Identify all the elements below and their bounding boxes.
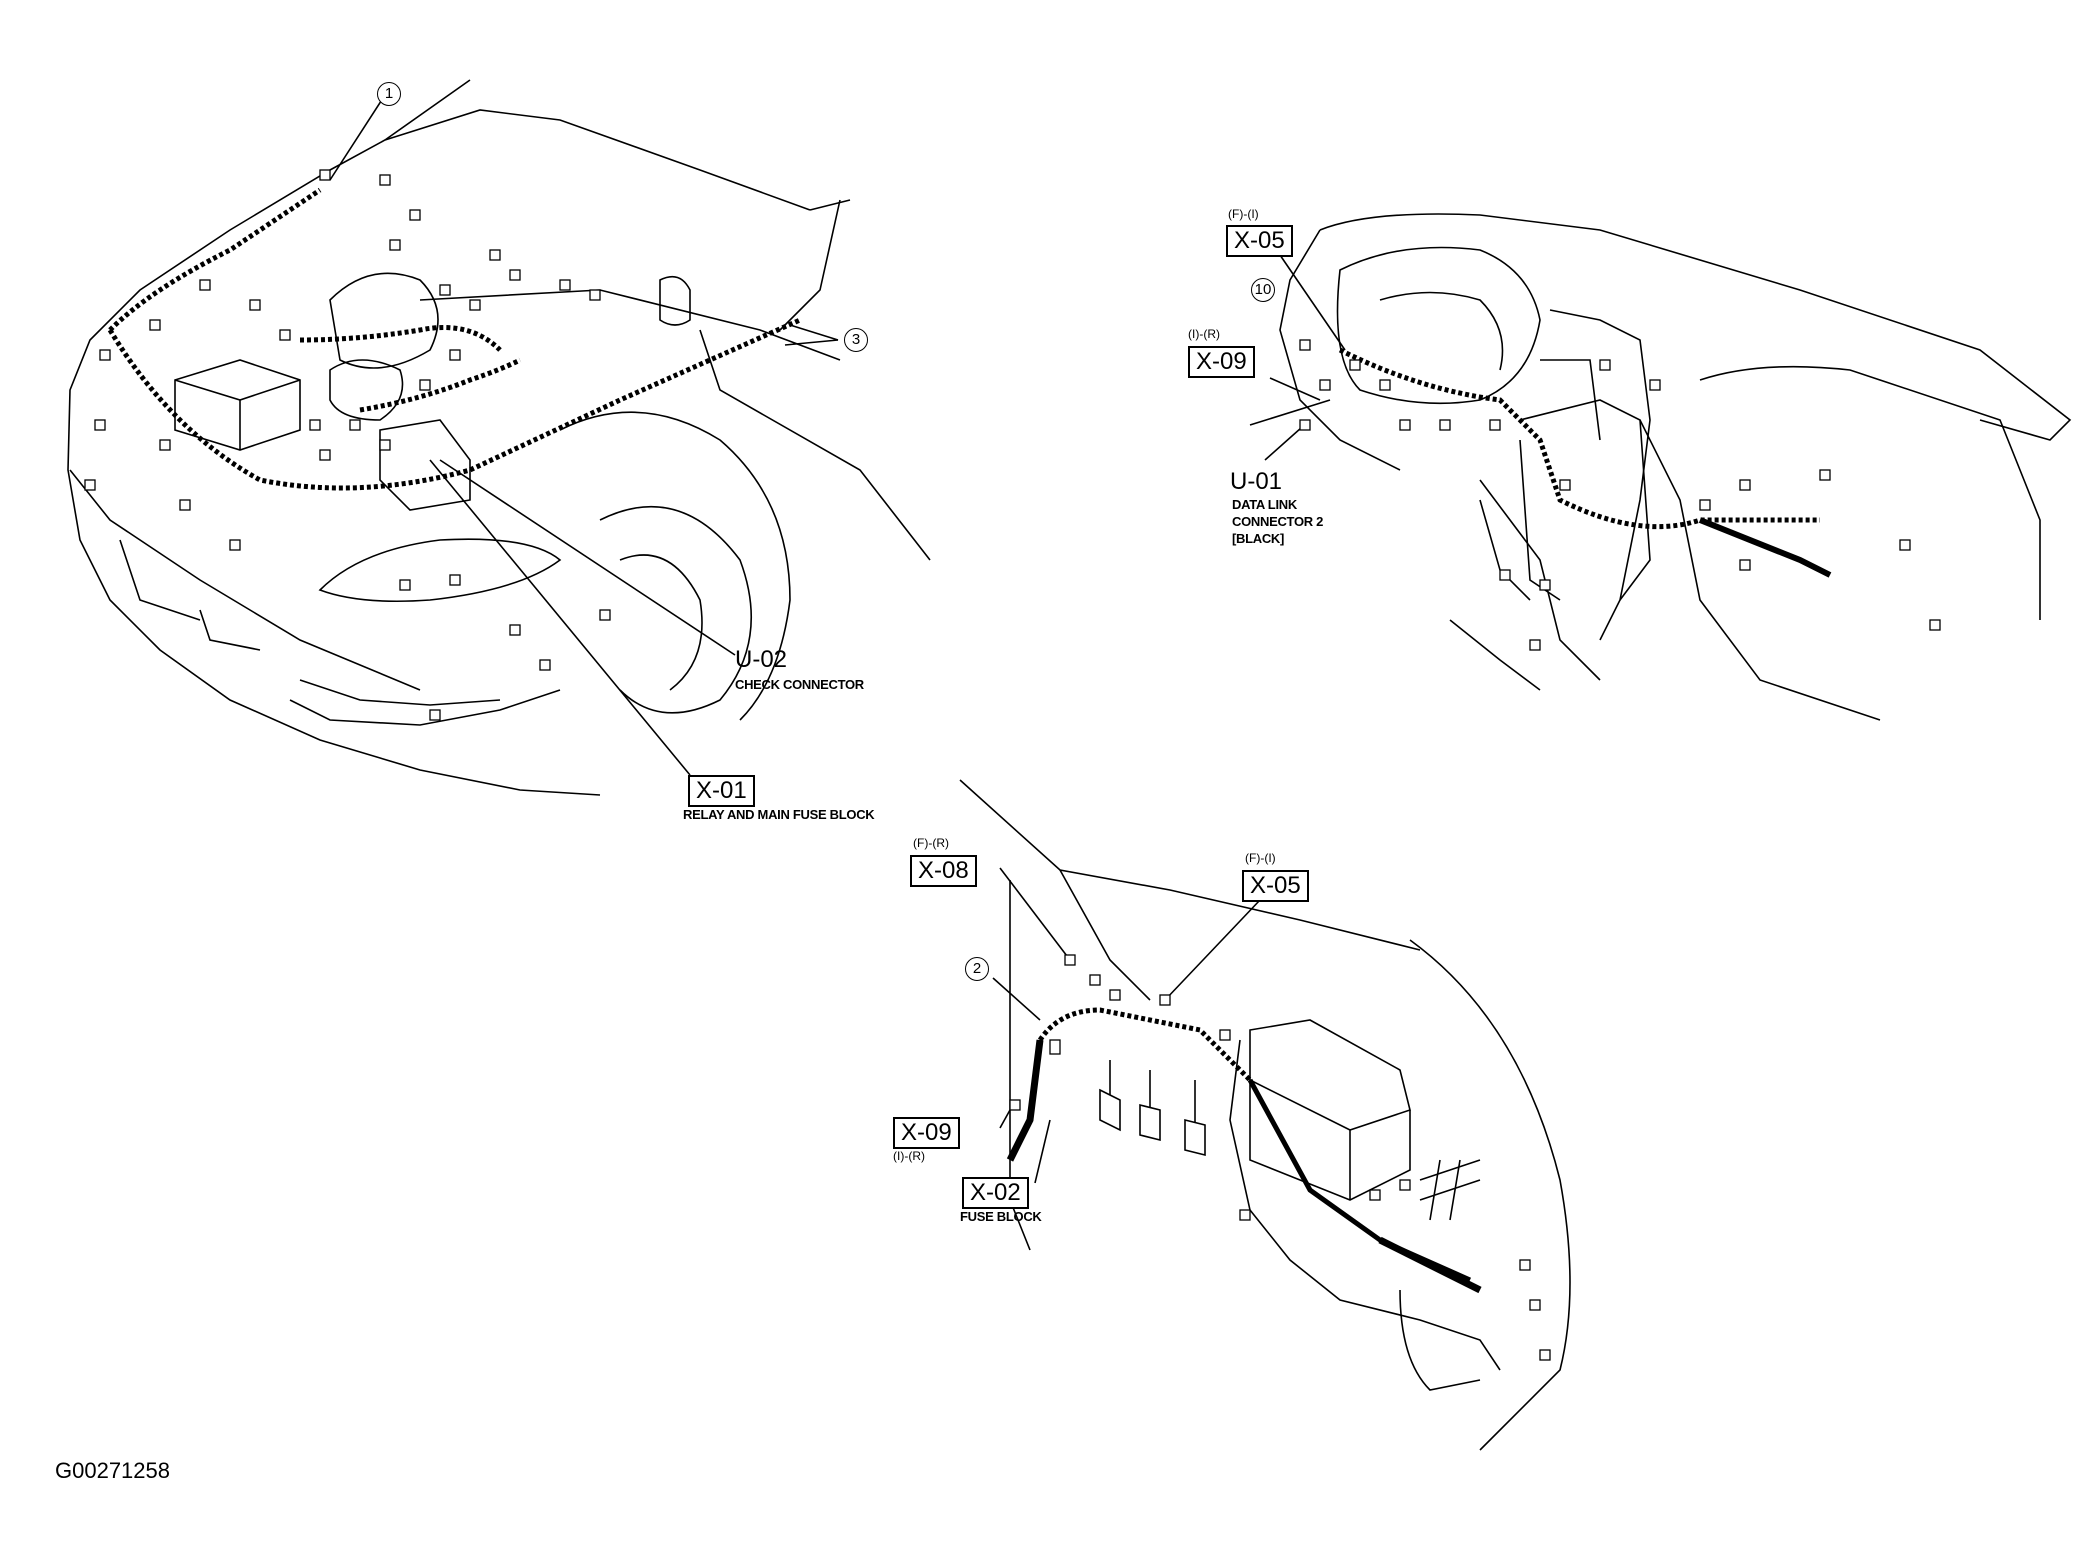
callout-3: 3 <box>844 328 868 352</box>
u02-code: U-02 <box>735 646 788 673</box>
u01-caption-line-2: CONNECTOR 2 <box>1232 514 1324 529</box>
dash-x05-position: (F)-(I) <box>1228 207 1259 221</box>
dash-x09-position: (I)-(R) <box>1188 327 1220 341</box>
foot-x05-position: (F)-(I) <box>1245 851 1276 865</box>
foot-x05-connector-box: X-05 <box>1242 870 1309 902</box>
footwell-view <box>959 779 1571 1451</box>
dash-x05-connector-box: X-05 <box>1226 225 1293 257</box>
callout-10: 10 <box>1251 278 1275 302</box>
u01-code: U-01 <box>1230 468 1283 495</box>
instrument-panel-view <box>1249 213 2072 721</box>
x01-connector-box: X-01 <box>688 775 755 807</box>
foot-x08-connector-box: X-08 <box>910 855 977 887</box>
x01-caption: RELAY AND MAIN FUSE BLOCK <box>683 807 875 822</box>
x02-caption: FUSE BLOCK <box>960 1209 1042 1224</box>
foot-x08-position: (F)-(R) <box>913 836 949 850</box>
engine-compartment-view <box>67 79 931 796</box>
foot-x09-position: (I)-(R) <box>893 1149 925 1163</box>
callout-2: 2 <box>965 957 989 981</box>
u02-caption: CHECK CONNECTOR <box>735 677 864 692</box>
callout-1: 1 <box>377 82 401 106</box>
foot-x02-connector-box: X-02 <box>962 1177 1029 1209</box>
u01-caption-line-3: [BLACK] <box>1232 531 1285 546</box>
figure-id: G00271258 <box>55 1458 170 1483</box>
u01-caption-line-1: DATA LINK <box>1232 497 1297 512</box>
dash-x09-connector-box: X-09 <box>1188 346 1255 378</box>
foot-x09-connector-box: X-09 <box>893 1117 960 1149</box>
